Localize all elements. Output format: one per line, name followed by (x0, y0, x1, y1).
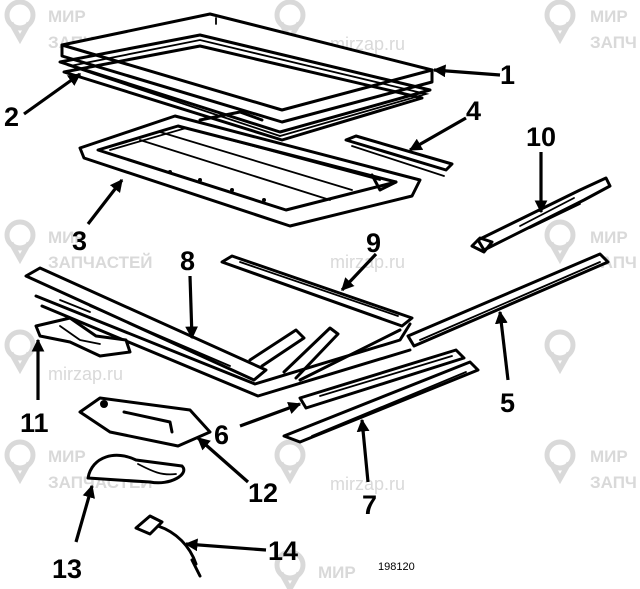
crank-housing (86, 453, 186, 485)
cable-clip (134, 514, 202, 578)
watermark-text: МИР (48, 447, 86, 466)
callout-9: 9 (366, 228, 381, 258)
watermark-url: mirzap.ru (48, 364, 123, 384)
watermark-text: ЗАПЧ (590, 33, 637, 52)
rear-rail (220, 254, 414, 328)
corner-bracket (34, 316, 132, 358)
side-guide-rail (406, 252, 610, 348)
drawing-code: 198120 (378, 561, 415, 573)
watermark-text: МИР (48, 7, 86, 26)
deflector-strip (344, 134, 454, 177)
callout-14: 14 (268, 536, 298, 566)
watermark-text: МИР (590, 7, 628, 26)
callout-1: 1 (500, 60, 515, 90)
leader-arrows (23, 64, 548, 552)
watermark-text: ЗАПЧ (590, 473, 637, 492)
callout-2: 2 (4, 102, 19, 132)
callout-5: 5 (500, 388, 515, 418)
callout-3: 3 (72, 226, 87, 256)
glass-panel (60, 12, 434, 124)
callout-11: 11 (20, 408, 49, 438)
callout-4: 4 (466, 96, 481, 126)
drive-motor (78, 396, 212, 448)
watermark-url: mirzap.ru (330, 474, 405, 494)
watermark-text: МИР (318, 563, 356, 582)
callout-12: 12 (248, 478, 278, 508)
guide-channel (298, 348, 466, 410)
callout-8: 8 (180, 246, 195, 276)
callout-6: 6 (214, 420, 229, 450)
watermark-text: МИР (48, 228, 86, 247)
sunroof-frame (78, 110, 422, 228)
lower-guide-track (282, 360, 480, 444)
callout-13: 13 (52, 554, 82, 584)
watermark-text: МИР (590, 447, 628, 466)
track-frame (24, 266, 412, 398)
callout-7: 7 (362, 490, 377, 520)
watermark-text: МИР (590, 228, 628, 247)
watermark-text: ЗАПЧАСТЕЙ (48, 253, 153, 272)
callout-10: 10 (526, 122, 556, 152)
